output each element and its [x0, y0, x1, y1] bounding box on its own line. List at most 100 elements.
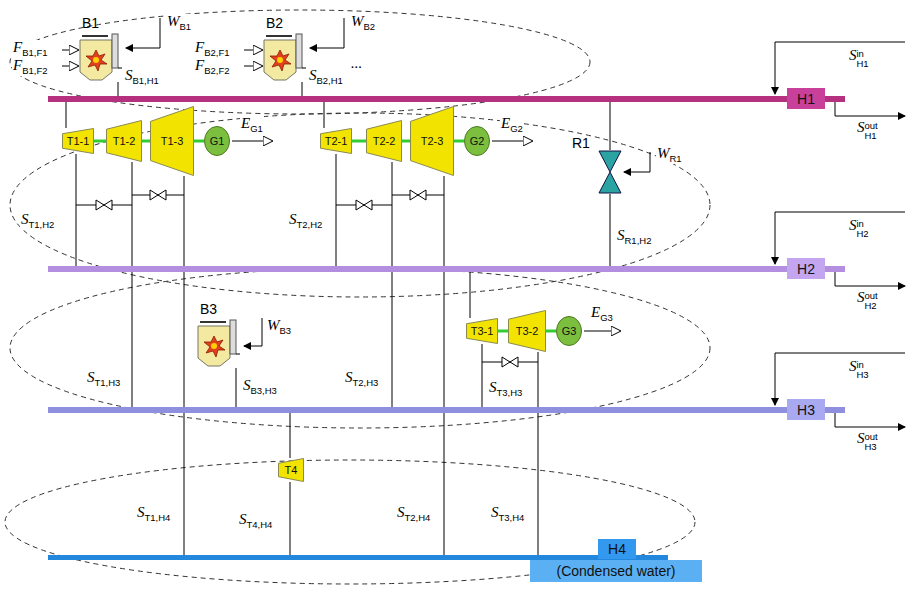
node-label: G3: [562, 326, 577, 337]
boiler-symbol: B3: [196, 318, 242, 368]
symbol-label: SinH3: [848, 359, 870, 380]
turbine-shaft: [352, 140, 366, 143]
steam-line: [132, 162, 133, 407]
header-bar: H4(Condensed water): [48, 555, 668, 560]
steam-line: [290, 413, 291, 458]
node-label: T3-2: [516, 326, 539, 337]
node-label: B1: [82, 16, 99, 30]
header-label: H2: [787, 258, 825, 279]
turbine-stage: T2-3: [410, 106, 454, 176]
flow-label: SR1,H2: [616, 228, 652, 246]
steam-line: [336, 154, 337, 266]
turbine-stage: T1-2: [106, 120, 142, 162]
symbol-label: SinH1: [848, 48, 870, 69]
flow-label: SB3,H3: [242, 378, 278, 396]
symbol-label: WR1: [656, 146, 683, 164]
node-label: B3: [200, 302, 217, 316]
symbol-label: WB1: [166, 14, 192, 32]
header-bar: H2: [48, 266, 845, 272]
ellipsis-note: ...: [350, 56, 363, 71]
flow-label: ST1,H2: [20, 212, 55, 230]
symbol-label: SoutH2: [856, 290, 879, 311]
shape-outline: [262, 32, 308, 82]
node-label: T2-1: [325, 136, 348, 147]
symbol-label: SoutH1: [856, 120, 879, 141]
steam-line: [392, 162, 393, 407]
symbol-label: SoutH3: [856, 431, 879, 452]
turbine-shaft: [454, 140, 464, 143]
supply-arrows: [62, 18, 905, 427]
node-label: T1-2: [113, 136, 136, 147]
turbine-stage: T3-1: [466, 318, 498, 344]
reducing-valve: R1: [598, 150, 622, 194]
turbine-shaft: [498, 330, 508, 333]
symbol-label: FB2,F1: [194, 40, 231, 58]
symbol-label: SinH2: [848, 218, 870, 239]
flow-label: ST3,H4: [490, 505, 525, 523]
header-bar: H3: [48, 407, 845, 413]
header-note: (Condensed water): [530, 560, 702, 582]
header-label: H3: [787, 399, 825, 420]
turbine-stage: T1-1: [62, 128, 94, 154]
turbine-stage: T2-2: [366, 120, 402, 162]
boiler-symbol: B2: [262, 32, 308, 82]
generator-circle: G3: [556, 316, 582, 346]
turbine-shaft: [142, 140, 150, 143]
steam-line: [236, 368, 237, 407]
node-label: G2: [470, 136, 485, 147]
symbol-label: EG1: [240, 116, 264, 134]
steam-line: [302, 82, 303, 96]
node-label: R1: [572, 136, 590, 150]
symbol-label: EG3: [590, 305, 614, 323]
turbine-stage: T2-1: [320, 128, 352, 154]
flow-label: SB2,H1: [308, 68, 344, 86]
flow-label: ST4,H4: [238, 512, 273, 530]
turbine-stage: T4: [278, 458, 304, 482]
flow-label: ST2,H4: [396, 505, 431, 523]
steam-line: [66, 102, 67, 128]
shape-outline: [78, 32, 124, 82]
turbine-shaft: [546, 330, 556, 333]
symbol-label: FB1,F2: [12, 58, 49, 76]
node-label: T1-1: [67, 136, 90, 147]
node-label: T1-3: [161, 136, 184, 147]
flow-label: SB1,H1: [124, 68, 160, 86]
node-label: T3-1: [471, 326, 494, 337]
steam-line: [610, 194, 611, 266]
flow-label: ST3,H3: [488, 380, 523, 398]
flow-label: ST1,H3: [86, 370, 121, 388]
flow-label: ST1,H4: [136, 505, 171, 523]
steam-line: [324, 102, 325, 128]
node-label: T4: [285, 465, 298, 476]
steam-line: [482, 344, 483, 407]
boiler-symbol: B1: [78, 32, 124, 82]
flow-label: ST2,H2: [288, 212, 323, 230]
steam-line: [470, 272, 471, 318]
steam-line: [76, 154, 77, 266]
steam-line: [184, 176, 185, 555]
header-bar: H1: [48, 96, 845, 102]
turbine-shaft: [194, 140, 204, 143]
steam-line: [538, 352, 539, 555]
symbol-label: WB3: [266, 318, 292, 336]
steam-line: [290, 482, 291, 555]
turbine-stage: T1-3: [150, 106, 194, 176]
node-label: T2-2: [373, 136, 396, 147]
generator-circle: G2: [464, 126, 490, 156]
flow-label: ST2,H3: [344, 370, 379, 388]
steam-line: [610, 102, 611, 150]
symbol-label: WB2: [350, 14, 376, 32]
shape-outline: [196, 318, 242, 368]
node-label: G1: [210, 136, 225, 147]
symbol-label: FB1,F1: [12, 40, 49, 58]
steam-line: [118, 82, 119, 96]
generator-circle: G1: [204, 126, 230, 156]
header-label: H4: [598, 539, 636, 559]
symbol-label: FB2,F2: [194, 58, 231, 76]
turbine-shaft: [94, 140, 106, 143]
node-label: T2-3: [421, 136, 444, 147]
extraction-valves: [76, 190, 538, 367]
symbol-label: EG2: [500, 116, 524, 134]
steam-line: [444, 176, 445, 555]
